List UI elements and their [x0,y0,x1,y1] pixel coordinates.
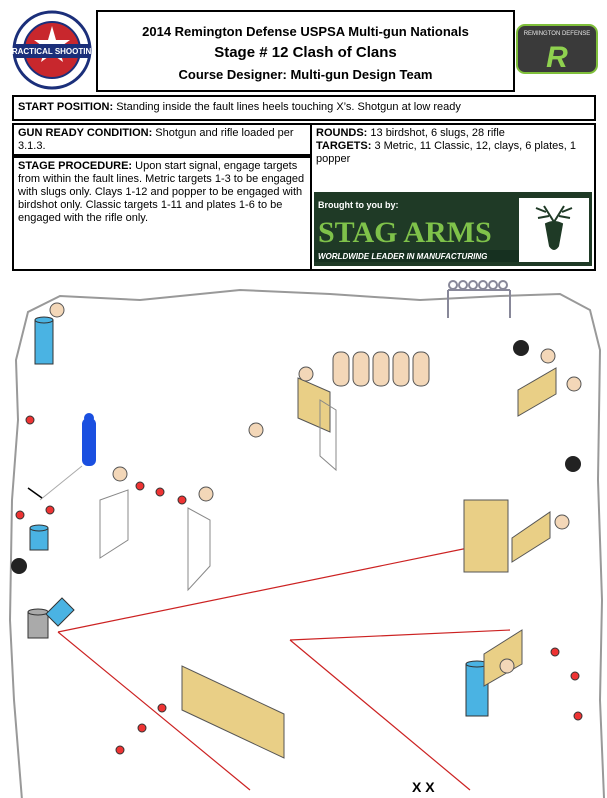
uspsa-logo: PRACTICAL SHOOTING [7,8,97,92]
plate-rack [447,280,511,318]
start-position-text: Standing inside the fault lines heels to… [113,101,461,113]
glass-panels [99,399,337,592]
sponsor-tagline: WORLDWIDE LEADER IN MANUFACTURING [318,252,487,261]
barrel-bottom-right [465,660,489,717]
stage-procedure-box: STAGE PROCEDURE: Upon start signal, enga… [12,156,312,271]
gun-ready-text: Shotgun and rifle loaded per 3.1.3. [18,127,294,152]
svg-text:R: R [546,41,568,74]
targets-label: TARGETS: [316,140,372,152]
start-position-box: START POSITION: Standing inside the faul… [12,95,596,121]
berm-outline [8,288,605,798]
stage-title: Stage # 12 Clash of Clans [214,44,397,61]
no-shoot-target [82,413,96,466]
barrel-grey [27,608,49,639]
rounds-targets-box: ROUNDS: 13 birdshot, 6 slugs, 28 rifle T… [310,123,596,271]
stage-header: 2014 Remington Defense USPSA Multi-gun N… [96,10,515,92]
sponsor-name: STAG ARMS [318,216,492,249]
gun-ready-label: GUN READY CONDITION: [18,127,153,139]
scattered-classic-targets [49,302,582,674]
remington-logo: REMINGTON DEFENSE R [515,23,599,75]
rounds-text: 13 birdshot, 6 slugs, 28 rifle [367,127,505,139]
classic-target-row [332,351,430,387]
targets-text: 3 Metric, 11 Classic, 12, clays, 6 plate… [316,140,577,165]
sponsor-banner: Brought to you by: STAG ARMS WORLDWIDE L… [314,192,592,266]
course-designer: Course Designer: Multi-gun Design Team [178,67,433,82]
barrel-left-mid [29,524,49,551]
gun-ready-box: GUN READY CONDITION: Shotgun and rifle l… [12,123,312,156]
start-position-marks: X X [412,779,435,795]
stage-procedure-text: Upon start signal, engage targets from w… [18,160,305,224]
start-position-label: START POSITION: [18,101,114,113]
metric-targets [11,340,581,574]
rounds-label: ROUNDS: [316,127,368,139]
svg-text:PRACTICAL SHOOTING: PRACTICAL SHOOTING [10,47,94,56]
clay-targets [15,415,583,755]
stag-head-icon [535,205,573,250]
barrel-tipped [45,597,75,627]
stage-diagram: X X [8,280,605,798]
fault-lines [57,547,511,791]
match-title: 2014 Remington Defense USPSA Multi-gun N… [142,24,469,39]
svg-text:REMINGTON DEFENSE: REMINGTON DEFENSE [524,31,591,37]
stage-procedure-label: STAGE PROCEDURE: [18,160,133,172]
barrel-left-top [34,316,54,365]
sponsor-brought: Brought to you by: [318,200,399,210]
wall-panels [181,367,557,759]
